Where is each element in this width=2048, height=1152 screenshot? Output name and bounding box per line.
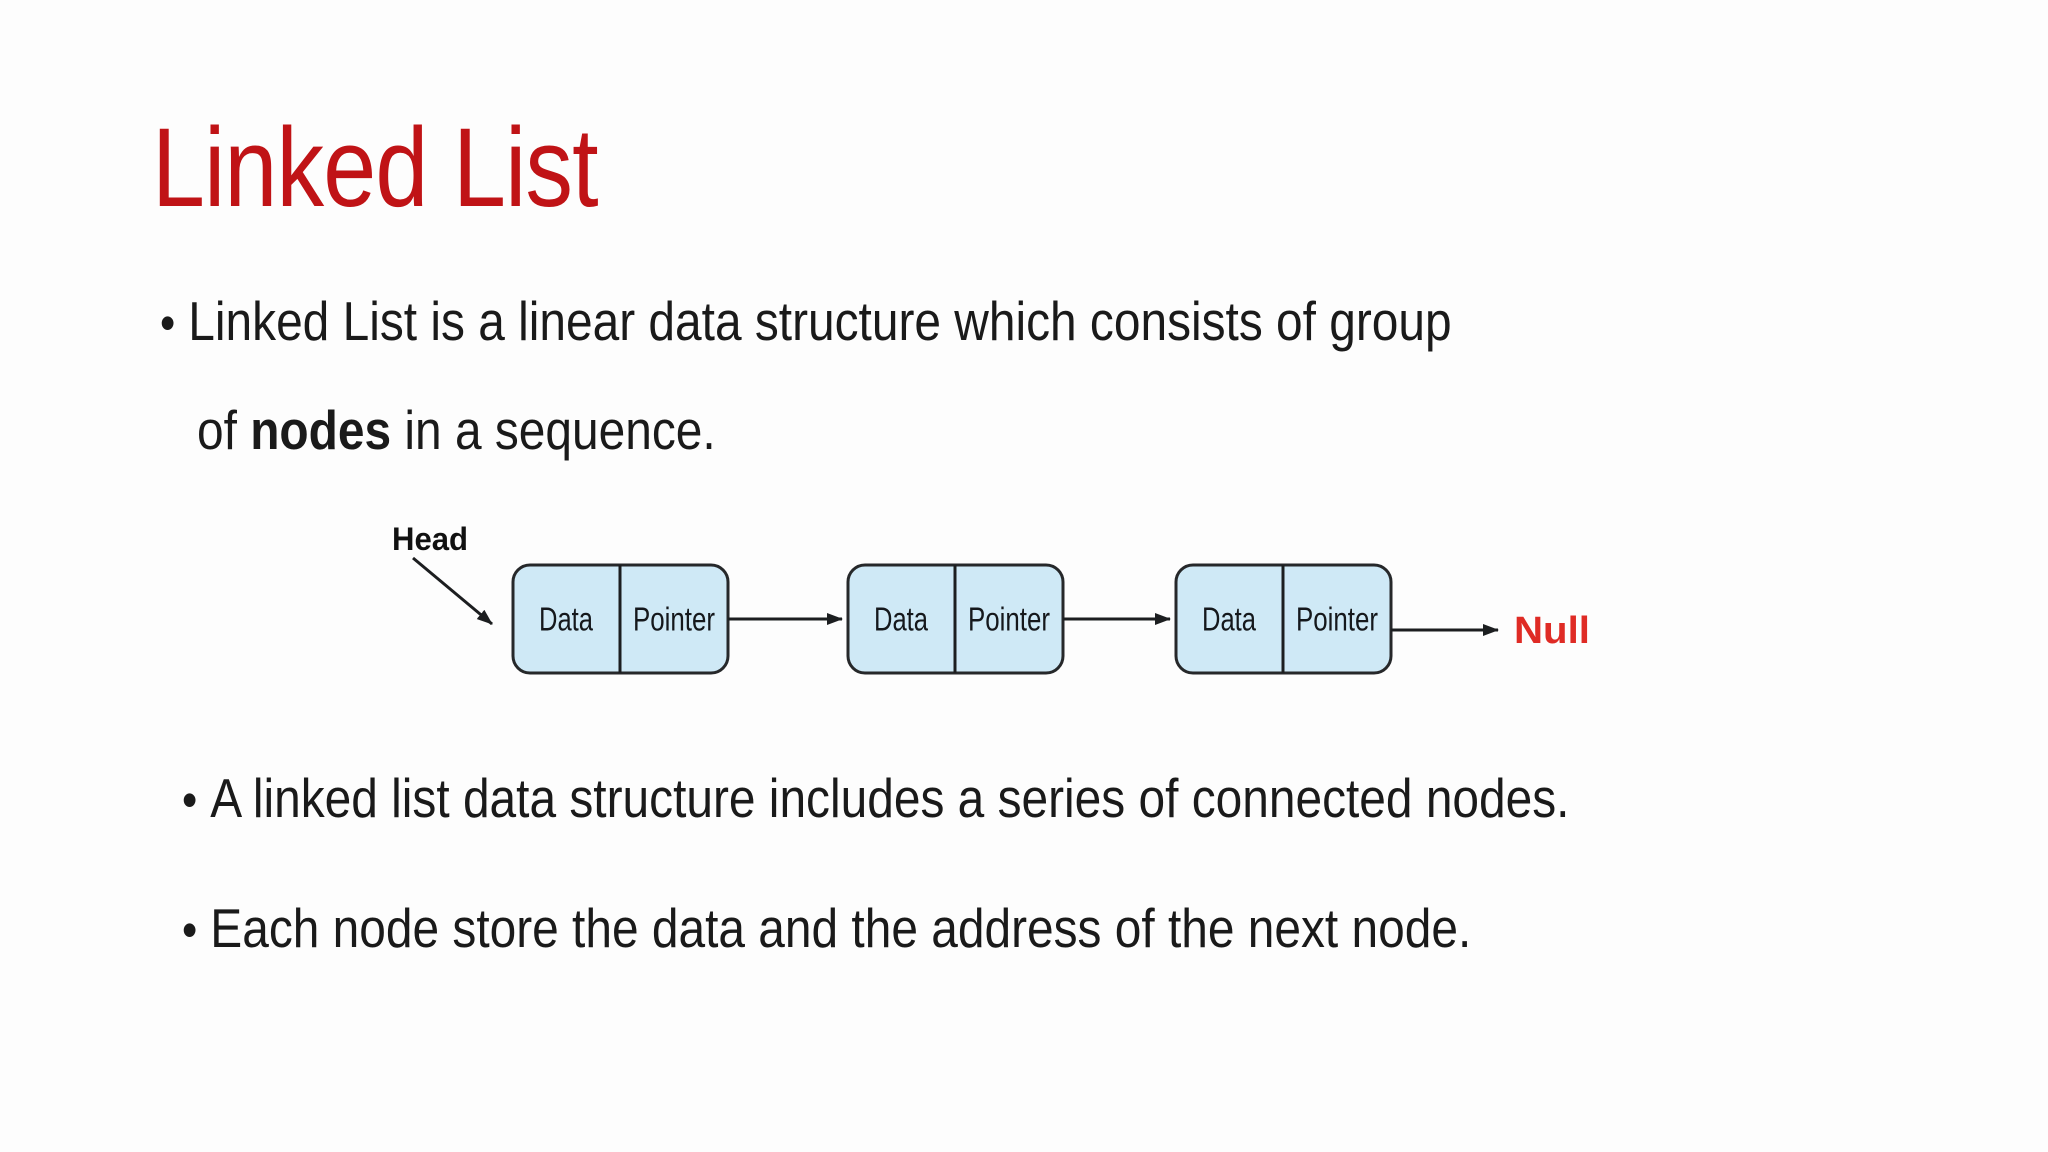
pointer-cell-label: Pointer [633, 601, 715, 638]
bullet-text-series: A linked list data structure includes a … [210, 767, 1570, 829]
bullet-dot: • [182, 902, 198, 958]
bullet-item-intro-continuation: of nodes in a sequence. [197, 397, 716, 463]
bullet-item-series: • A linked list data structure includes … [182, 765, 1569, 831]
data-cell-label: Data [874, 601, 928, 638]
head-label: Head [392, 521, 468, 557]
null-label: Null [1514, 610, 1590, 652]
node-1: Data Pointer [511, 563, 730, 675]
line2-bold-word: nodes [250, 399, 392, 461]
data-cell-label: Data [539, 601, 593, 638]
head-arrow [412, 556, 493, 626]
bullet-text-intro-line2: of nodes in a sequence. [197, 397, 716, 463]
bullet-dot: • [160, 295, 176, 351]
line2-suffix: in a sequence. [391, 399, 716, 461]
pointer-cell-label: Pointer [968, 601, 1050, 638]
line2-prefix: of [197, 399, 251, 461]
bullet-dot: • [182, 772, 198, 828]
bullet-text-node-store: Each node store the data and the address… [210, 897, 1472, 959]
data-cell-label: Data [1202, 601, 1256, 638]
node-2: Data Pointer [846, 563, 1065, 675]
bullet-item-intro: • Linked List is a linear data structure… [160, 288, 1452, 354]
node-3: Data Pointer [1174, 563, 1393, 675]
pointer-cell-label: Pointer [1296, 601, 1378, 638]
linked-list-diagram: Head Data Pointer Data Pointer Data Poin… [392, 521, 1590, 675]
bullet-item-node-store: • Each node store the data and the addre… [182, 895, 1471, 961]
bullet-text-intro-line1: Linked List is a linear data structure w… [188, 290, 1452, 352]
page-title: Linked List [152, 105, 599, 230]
